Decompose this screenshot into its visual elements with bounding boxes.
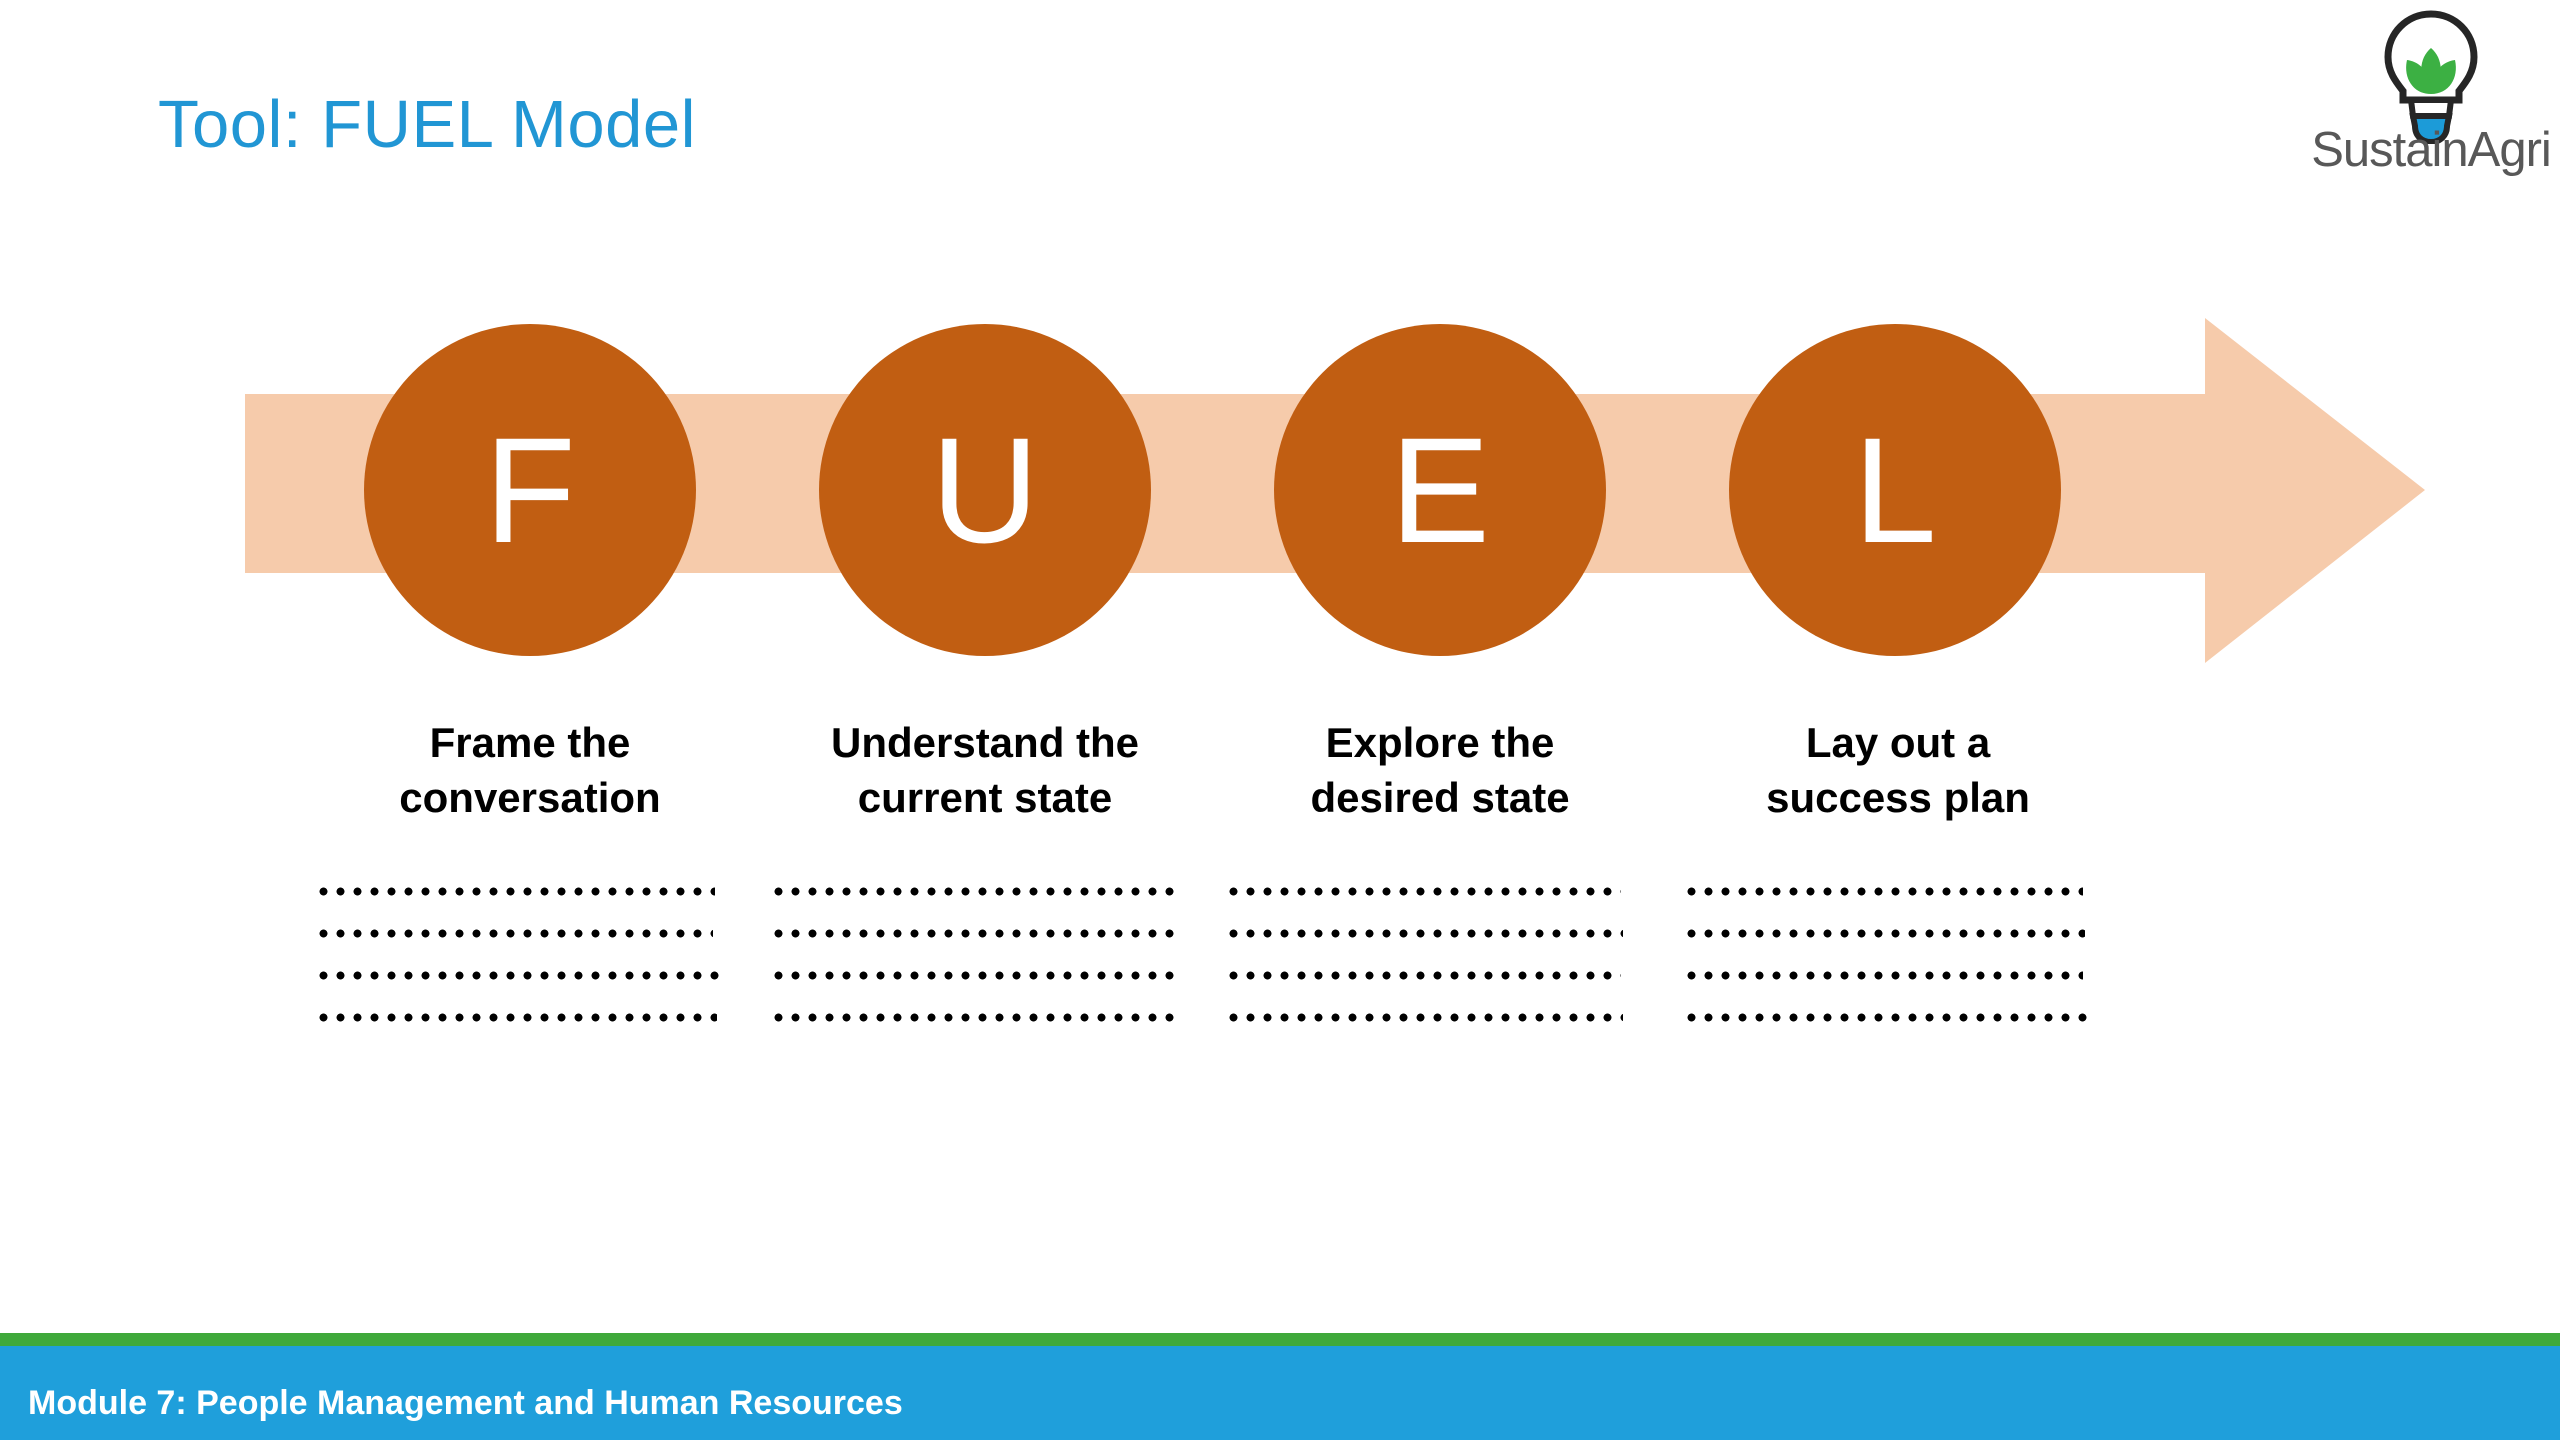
note-line[interactable] bbox=[1225, 929, 1623, 939]
page-title: Tool: FUEL Model bbox=[158, 87, 697, 162]
stage-label-2-line2: current state bbox=[857, 773, 1113, 821]
note-line[interactable] bbox=[770, 929, 1180, 939]
footer-module-label: Module 7: People Management and Human Re… bbox=[28, 1384, 903, 1422]
stage-circle-4[interactable]: L bbox=[1729, 324, 2061, 656]
stage-notes-1[interactable] bbox=[315, 887, 745, 1023]
note-line[interactable] bbox=[315, 929, 713, 939]
stage-label-4: Lay out a success plan bbox=[1683, 716, 2113, 825]
brand-logo: SustainAgri bbox=[2302, 8, 2560, 198]
stage-circle-3[interactable]: E bbox=[1274, 324, 1606, 656]
stage-label-3-line1: Explore the bbox=[1325, 719, 1555, 766]
stage-letter-f: F bbox=[484, 406, 576, 574]
stage-letter-l: L bbox=[1853, 406, 1937, 574]
stage-notes-2[interactable] bbox=[770, 887, 1200, 1023]
note-line[interactable] bbox=[1225, 1013, 1623, 1023]
note-line[interactable] bbox=[315, 1013, 717, 1023]
stage-label-3-line2: desired state bbox=[1310, 773, 1570, 821]
stage-column-1: Frame the conversation bbox=[315, 716, 745, 1055]
note-line[interactable] bbox=[1225, 971, 1621, 981]
stage-column-4: Lay out a success plan bbox=[1683, 716, 2113, 1055]
stage-notes-4[interactable] bbox=[1683, 887, 2113, 1023]
stage-circle-1[interactable]: F bbox=[364, 324, 696, 656]
footer-bar bbox=[0, 1346, 2560, 1440]
stage-label-1-line2: conversation bbox=[399, 773, 661, 821]
stage-label-4-line2: success plan bbox=[1766, 773, 2030, 821]
stage-notes-3[interactable] bbox=[1225, 887, 1655, 1023]
stage-label-4-line1: Lay out a bbox=[1805, 719, 1991, 766]
note-line[interactable] bbox=[770, 887, 1182, 897]
stage-label-1-line1: Frame the bbox=[429, 719, 631, 766]
note-line[interactable] bbox=[770, 1013, 1178, 1023]
note-line[interactable] bbox=[1683, 887, 2083, 897]
stage-column-2: Understand the current state bbox=[770, 716, 1200, 1055]
lightbulb-with-leaves-icon bbox=[2384, 10, 2478, 144]
footer-accent-strip bbox=[0, 1333, 2560, 1346]
logo-wordmark: SustainAgri bbox=[2311, 123, 2552, 177]
stage-letter-u: U bbox=[930, 406, 1040, 574]
stage-circle-2[interactable]: U bbox=[819, 324, 1151, 656]
stage-label-1: Frame the conversation bbox=[315, 716, 745, 825]
stage-label-2: Understand the current state bbox=[770, 716, 1200, 825]
note-line[interactable] bbox=[1683, 1013, 2087, 1023]
stage-label-3: Explore the desired state bbox=[1225, 716, 1655, 825]
note-line[interactable] bbox=[1683, 971, 2083, 981]
note-line[interactable] bbox=[315, 971, 719, 981]
stage-column-3: Explore the desired state bbox=[1225, 716, 1655, 1055]
stage-letter-e: E bbox=[1389, 406, 1491, 574]
note-line[interactable] bbox=[315, 887, 715, 897]
stage-label-2-line1: Understand the bbox=[830, 719, 1140, 766]
note-line[interactable] bbox=[1225, 887, 1621, 897]
note-line[interactable] bbox=[770, 971, 1182, 981]
note-line[interactable] bbox=[1683, 929, 2085, 939]
